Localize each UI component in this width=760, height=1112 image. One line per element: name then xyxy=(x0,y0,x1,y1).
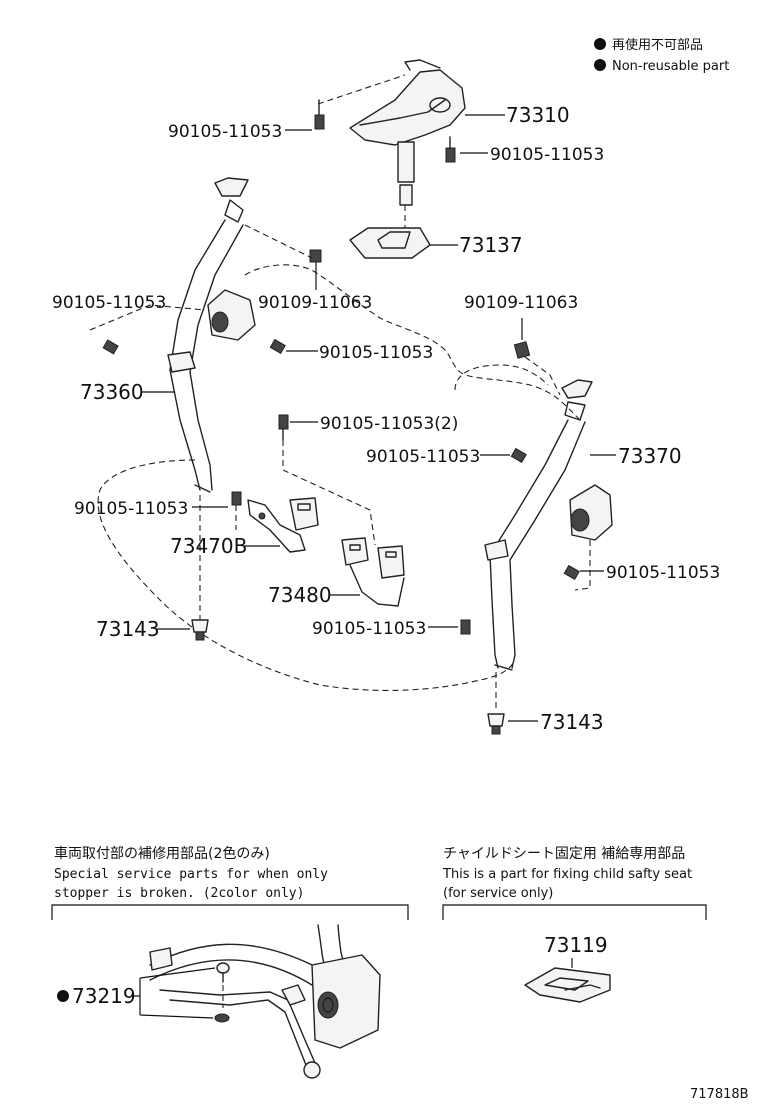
legend-en: Non-reusable part xyxy=(612,59,729,74)
leader-dash xyxy=(574,540,591,591)
non-reusable-marker-icon xyxy=(594,38,606,50)
bolt-icon xyxy=(278,414,289,441)
part-73143-right xyxy=(487,713,505,735)
bolt-icon xyxy=(460,619,471,635)
part-73143-left xyxy=(191,619,209,641)
label-73119: 73119 xyxy=(544,933,608,957)
part-73310 xyxy=(317,59,466,230)
label-73310: 73310 xyxy=(506,103,570,127)
non-reusable-marker-icon xyxy=(594,59,606,71)
label-73470b: 73470B xyxy=(170,534,247,558)
bolt-icon xyxy=(563,564,580,581)
leader-dash xyxy=(524,356,561,396)
label-bolt-top-left: 90105-11053 xyxy=(168,122,282,142)
legend: 再使用不可部品 Non-reusable part xyxy=(594,37,729,74)
leader-lines xyxy=(142,114,616,722)
nut-icon xyxy=(309,249,322,263)
bracket xyxy=(442,904,707,920)
label-bolt-center-lower: 90105-11053 xyxy=(312,619,426,639)
note-right-en-1: This is a part for fixing child safty se… xyxy=(442,867,692,882)
label-73370: 73370 xyxy=(618,444,682,468)
note-left-en-2: stopper is broken. (2color only) xyxy=(54,886,304,901)
label-73143-left: 73143 xyxy=(96,617,160,641)
body-outline xyxy=(244,264,581,421)
label-bolt-mid: 90105-11053 xyxy=(319,343,433,363)
note-left-en-1: Special service parts for when only xyxy=(54,867,328,882)
part-73370 xyxy=(484,379,613,671)
bracket xyxy=(51,904,409,920)
non-reusable-marker-icon xyxy=(57,990,69,1002)
leader-dash xyxy=(282,440,376,546)
label-73219: 73219 xyxy=(72,984,136,1008)
body-outline-right xyxy=(454,364,549,391)
bolt-icon xyxy=(445,136,456,163)
part-73480 xyxy=(341,537,405,607)
label-bolt-center-2: 90105-11053(2) xyxy=(320,414,458,434)
label-bolt-left-upper: 90105-11053 xyxy=(52,293,166,313)
bolt-icon xyxy=(314,99,325,130)
legend-jp: 再使用不可部品 xyxy=(612,37,703,53)
part-73119 xyxy=(524,967,611,1003)
label-nut-right: 90109-11063 xyxy=(464,293,578,313)
note-right: チャイルドシート固定用 補給専用部品 This is a part for fi… xyxy=(442,846,707,1003)
body-outline-lower xyxy=(97,459,516,692)
figure-id: 717818B xyxy=(690,1087,749,1102)
note-left: 車両取付部の補修用部品(2色のみ) Special service parts … xyxy=(51,845,409,1079)
label-bolt-left-lower: 90105-11053 xyxy=(74,499,188,519)
part-73137 xyxy=(349,227,431,259)
bolt-icon xyxy=(269,338,286,355)
label-bolt-top-right: 90105-11053 xyxy=(490,145,604,165)
label-bolt-right-lower: 90105-11053 xyxy=(606,563,720,583)
bolt-icon xyxy=(510,447,527,464)
part-73360 xyxy=(167,177,256,493)
label-bolt-right-upper: 90105-11053 xyxy=(366,447,480,467)
label-nut-center: 90109-11063 xyxy=(258,293,372,313)
note-right-jp: チャイルドシート固定用 補給専用部品 xyxy=(443,846,685,862)
part-73470b xyxy=(247,497,319,553)
label-73480: 73480 xyxy=(268,583,332,607)
label-73137: 73137 xyxy=(459,233,523,257)
bolt-icon xyxy=(102,339,119,355)
label-73143-right: 73143 xyxy=(540,710,604,734)
label-73360: 73360 xyxy=(80,380,144,404)
note-left-jp: 車両取付部の補修用部品(2色のみ) xyxy=(54,845,270,862)
note-right-en-2: (for service only) xyxy=(443,886,553,901)
leader-dash xyxy=(89,304,206,331)
bolt-icon xyxy=(231,491,242,506)
nut-icon xyxy=(513,341,531,359)
leader-dash xyxy=(244,224,313,259)
